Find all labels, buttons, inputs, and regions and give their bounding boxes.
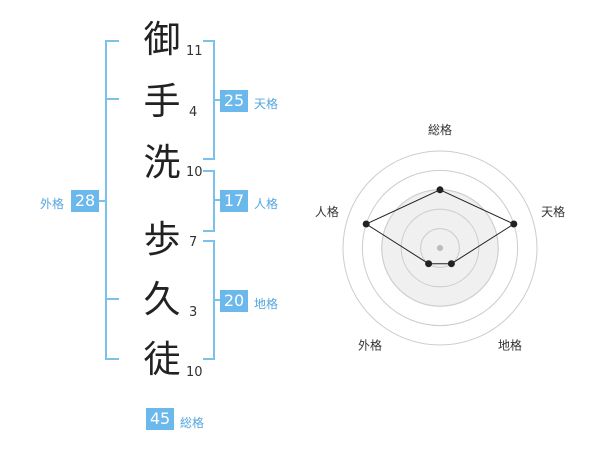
tenkaku-tick bbox=[214, 99, 222, 101]
radar-axis-label-3: 地格 bbox=[498, 337, 522, 352]
chikaku-label: 地格 bbox=[254, 297, 279, 311]
stroke-count-5: 3 bbox=[189, 305, 198, 320]
radar-grid-ring-inner bbox=[420, 228, 460, 268]
name-char-4: 歩 bbox=[143, 218, 181, 261]
radar-axis-label-1: 総格 bbox=[428, 122, 452, 137]
tenkaku-value: 25 bbox=[220, 90, 248, 112]
stroke-count-2: 4 bbox=[189, 105, 198, 120]
bracket-mid-tick-1 bbox=[105, 98, 119, 100]
stroke-count-4: 7 bbox=[189, 235, 198, 250]
radar-point-3 bbox=[447, 260, 455, 268]
radar-center-dot bbox=[437, 245, 443, 251]
radar-axis-label-2: 天格 bbox=[541, 204, 565, 219]
jinkaku-bracket bbox=[203, 170, 215, 232]
radar-point-1 bbox=[436, 186, 444, 194]
name-char-5: 久 bbox=[143, 278, 181, 321]
soukaku-value: 45 bbox=[146, 408, 174, 430]
tenkaku-label: 天格 bbox=[254, 97, 279, 111]
name-char-6: 徒 bbox=[143, 338, 181, 381]
gaikaku-label: 外格 bbox=[40, 197, 65, 211]
stroke-count-3: 10 bbox=[186, 165, 203, 180]
radar-grid-ring-inner bbox=[400, 208, 480, 288]
gaikaku-value: 28 bbox=[71, 190, 99, 212]
name-char-3: 洗 bbox=[143, 141, 181, 184]
name-char-1: 御 bbox=[143, 18, 181, 61]
radar-axis-label-5: 人格 bbox=[315, 204, 339, 219]
radar-series-line bbox=[365, 189, 515, 265]
gaikaku-bracket bbox=[105, 40, 119, 360]
radar-point-2 bbox=[510, 220, 518, 228]
radar-axis-label-4: 外格 bbox=[358, 337, 382, 352]
chikaku-value: 20 bbox=[220, 290, 248, 312]
name-char-2: 手 bbox=[143, 80, 181, 123]
jinkaku-value: 17 bbox=[220, 190, 248, 212]
radar-point-4 bbox=[425, 260, 433, 268]
chikaku-tick bbox=[214, 299, 222, 301]
jinkaku-label: 人格 bbox=[254, 197, 279, 211]
soukaku-label: 総格 bbox=[180, 416, 205, 430]
radar-point-5 bbox=[362, 220, 370, 228]
radar-grid-ring bbox=[342, 150, 538, 346]
gaikaku-tick bbox=[98, 200, 106, 202]
bracket-mid-tick-2 bbox=[105, 298, 119, 300]
radar-grid-ring bbox=[361, 169, 519, 327]
stroke-count-6: 10 bbox=[186, 365, 203, 380]
jinkaku-tick bbox=[214, 199, 222, 201]
stroke-count-1: 11 bbox=[186, 44, 203, 59]
